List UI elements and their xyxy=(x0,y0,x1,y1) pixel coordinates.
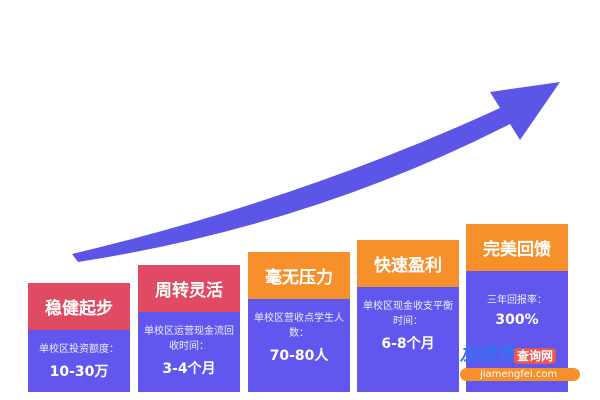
watermark-logo: 加盟费查询网 jiamengfei.com xyxy=(460,340,580,381)
card-value: 3-4个月 xyxy=(162,361,216,377)
card-value: 6-8个月 xyxy=(381,336,435,352)
card-desc: 单校区运营现金流回收时间： xyxy=(144,326,234,352)
card-title: 周转灵活 xyxy=(138,265,240,312)
card-title: 快速盈利 xyxy=(357,240,459,287)
card-title: 毫无压力 xyxy=(248,252,350,299)
card-desc: 三年回报率： xyxy=(487,295,547,306)
watermark-url: jiamengfei.com xyxy=(460,368,580,381)
card-desc: 单校区现金收支平衡时间： xyxy=(363,301,453,327)
card-2: 周转灵活 单校区运营现金流回收时间： 3-4个月 xyxy=(138,265,240,392)
card-value: 300% xyxy=(495,312,539,328)
card-desc: 单校区营收点学生人数： xyxy=(254,313,344,339)
watermark-tag: 查询网 xyxy=(514,348,557,364)
watermark-brand: 加盟费 xyxy=(460,344,514,365)
card-3: 毫无压力 单校区营收点学生人数： 70-80人 xyxy=(248,252,350,392)
card-1: 稳健起步 单校区投资额度： 10-30万 xyxy=(28,283,130,392)
card-4: 快速盈利 单校区现金收支平衡时间： 6-8个月 xyxy=(357,240,459,392)
card-title: 稳健起步 xyxy=(28,283,130,330)
card-desc: 单校区投资额度： xyxy=(39,344,119,355)
card-value: 10-30万 xyxy=(49,364,109,380)
card-value: 70-80人 xyxy=(269,348,329,364)
card-title: 完美回馈 xyxy=(466,224,568,271)
